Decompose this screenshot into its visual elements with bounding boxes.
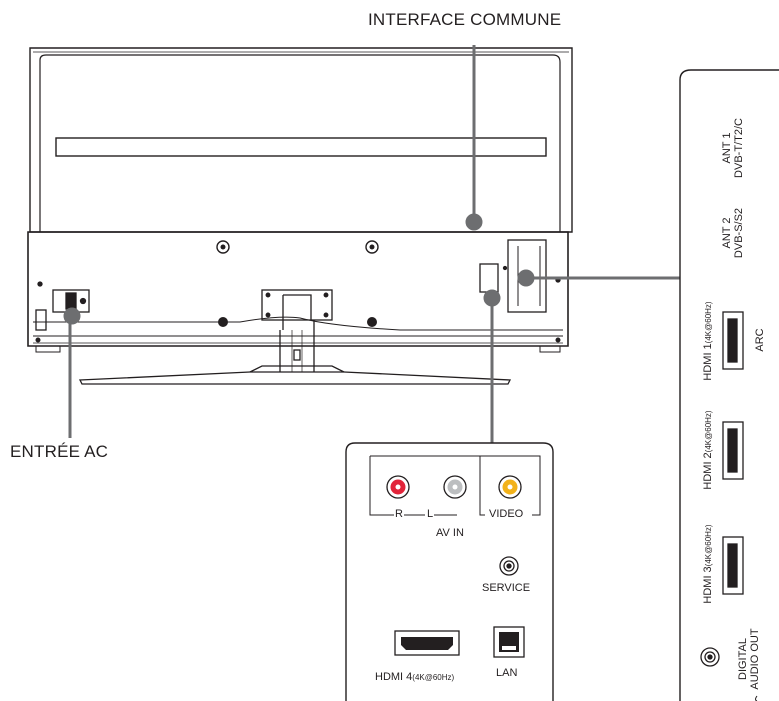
av-l-label: L <box>427 508 434 520</box>
service-jack-icon <box>499 556 519 576</box>
side-hdmi-ports <box>700 311 758 701</box>
rca-jack-l-icon <box>443 475 467 499</box>
ac-inlet <box>35 281 90 331</box>
hdmi1-label: HDMI 1(4K@60Hz) <box>702 301 714 381</box>
tv-lower-housing <box>27 231 569 353</box>
av-in-bracket <box>369 455 541 516</box>
lan-label: LAN <box>496 667 518 679</box>
av-r-label: R <box>395 508 403 520</box>
hdmi2-port-icon <box>722 421 744 480</box>
hdmi3-label: HDMI 3(4K@60Hz) <box>702 524 714 604</box>
mount-screw-holes <box>216 240 379 327</box>
ac-input-label: ENTRÉE AC <box>10 442 109 461</box>
av-in-label: AV IN <box>436 527 464 539</box>
hdmi2-label: HDMI 2(4K@60Hz) <box>702 410 714 490</box>
hdmi3-port-icon <box>722 536 744 595</box>
lan-port-icon <box>493 626 525 658</box>
tv-back-panel <box>29 47 573 233</box>
av-video-label: VIDEO <box>489 508 524 520</box>
tv-stand <box>78 289 512 385</box>
hdmi4-port-icon <box>394 630 460 656</box>
ant2-label: ANT 2 DVB-S/S2 <box>721 207 745 259</box>
common-interface-label: INTERFACE COMMUNE <box>368 10 562 29</box>
hdmi1-arc-label: ARC <box>754 328 766 352</box>
service-label: SERVICE <box>482 582 531 594</box>
bottom-panel <box>345 442 554 701</box>
callout-leaders <box>63 45 680 443</box>
hdmi1-port-icon <box>722 311 744 370</box>
ant1-label: ANT 1 DVB-T/T2/C <box>721 118 745 178</box>
hdmi4-label: HDMI 4(4K@60Hz) <box>375 671 455 683</box>
rca-jack-r-icon <box>386 475 410 499</box>
rca-jack-video-icon <box>498 475 522 499</box>
digital-audio-out-label: DIGITAL AUDIO OUT <box>737 628 761 690</box>
side-panel <box>679 69 779 701</box>
digital-audio-out-jack-icon <box>700 647 720 667</box>
